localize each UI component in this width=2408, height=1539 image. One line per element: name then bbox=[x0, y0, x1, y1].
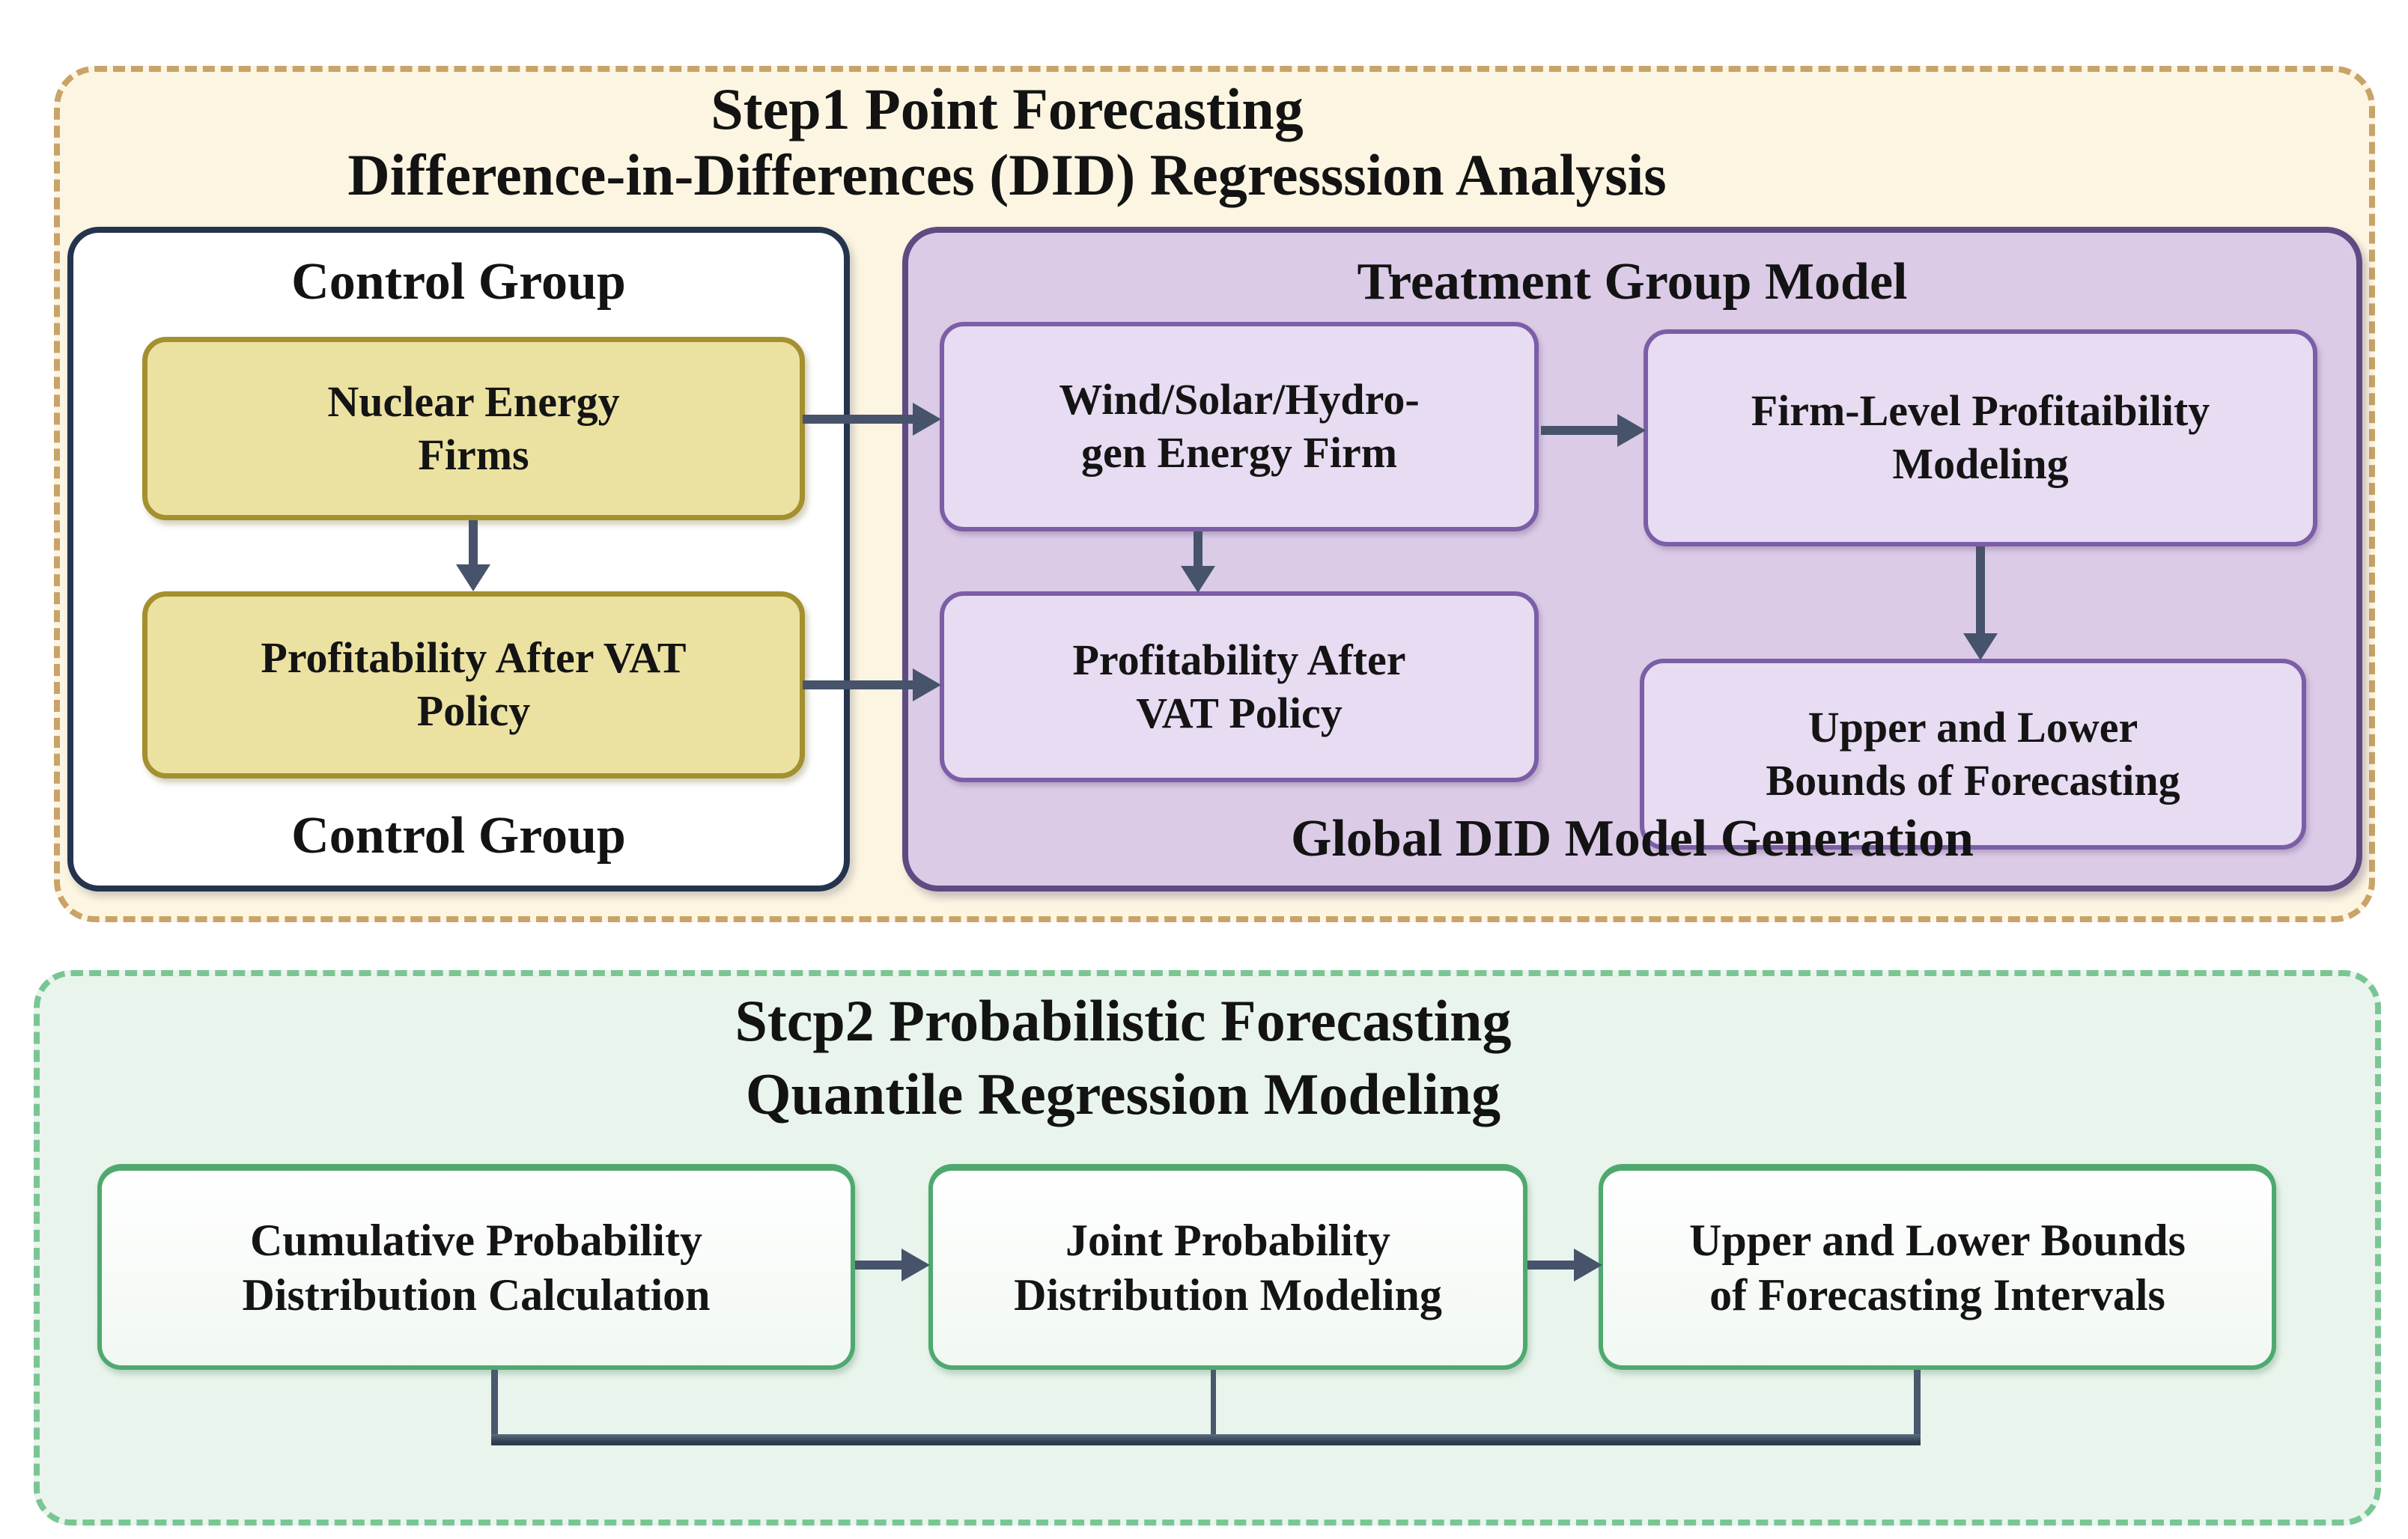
node-label-line1: Wind/Solar/Hydro- bbox=[1059, 375, 1420, 424]
node-label-line1: Profitability After VAT bbox=[261, 633, 687, 683]
treatment-group-heading: Treatment Group Model bbox=[1357, 253, 1908, 311]
node-label-line2: Modeling bbox=[1892, 439, 2069, 488]
node-label-line2: Firms bbox=[418, 430, 529, 479]
node-label-line1: Upper and Lower bbox=[1807, 702, 2138, 752]
wind-solar-hydrogen-node: Wind/Solar/Hydro- gen Energy Firm bbox=[940, 322, 1539, 531]
arrow-shaft bbox=[1527, 1261, 1577, 1270]
arrow-shaft bbox=[1194, 531, 1203, 569]
arrow-joint-to-intervals bbox=[1527, 1249, 1602, 1282]
arrow-profitability-to-profitability bbox=[803, 668, 941, 701]
nuclear-energy-firms-node: Nuclear Energy Firms bbox=[142, 337, 805, 520]
node-label-line2: gen Energy Firm bbox=[1080, 428, 1398, 477]
arrow-head bbox=[1181, 566, 1215, 593]
node-label-line1: Nuclear Energy bbox=[327, 377, 620, 426]
arrow-head bbox=[1617, 414, 1646, 447]
connector-right-vertical bbox=[1914, 1370, 1921, 1445]
arrow-shaft bbox=[469, 520, 478, 567]
node-label-line1: Upper and Lower Bounds bbox=[1689, 1215, 2186, 1265]
arrow-wind-to-firmlevel bbox=[1541, 414, 1646, 447]
node-label-line2: VAT Policy bbox=[1136, 688, 1343, 737]
firm-level-profitability-node: Firm-Level Profitaibility Modeling bbox=[1644, 329, 2317, 546]
connector-horizontal bbox=[491, 1434, 1921, 1445]
arrow-head bbox=[913, 668, 941, 701]
arrow-cumulative-to-joint bbox=[855, 1249, 930, 1282]
node-label-line2: Policy bbox=[416, 686, 531, 735]
arrow-head bbox=[456, 564, 490, 591]
step2-title-line1: Stcp2 Probabilistic Forecasting bbox=[735, 988, 1512, 1053]
arrow-shaft bbox=[1541, 426, 1620, 435]
control-group-heading: Control Group bbox=[291, 253, 626, 311]
cumulative-probability-node: Cumulative Probability Distribution Calc… bbox=[97, 1164, 855, 1370]
arrow-nuclear-to-wind bbox=[803, 403, 941, 436]
upper-lower-bounds-node: Upper and Lower Bounds of Forecasting bbox=[1640, 659, 2306, 850]
step1-title-line2: Difference-in-Differences (DID) Regresss… bbox=[347, 142, 1667, 207]
connector-middle-vertical bbox=[1211, 1370, 1216, 1445]
joint-probability-node: Joint Probability Distribution Modeling bbox=[928, 1164, 1527, 1370]
arrow-nuclear-down bbox=[456, 520, 490, 591]
arrow-head bbox=[913, 403, 941, 436]
arrow-head bbox=[1963, 633, 1998, 660]
arrow-head bbox=[902, 1249, 930, 1282]
node-label-line2: of Forecasting Intervals bbox=[1709, 1270, 2165, 1320]
arrow-head bbox=[1574, 1249, 1602, 1282]
arrow-firmlevel-down bbox=[1963, 546, 1998, 660]
arrow-wind-down bbox=[1181, 531, 1215, 593]
global-did-footer: Global DID Model Generation bbox=[1291, 810, 1974, 868]
node-label-line2: Distribution Calculation bbox=[242, 1270, 711, 1320]
node-label-line2: Bounds of Forecasting bbox=[1766, 755, 2180, 805]
arrow-shaft bbox=[803, 680, 915, 689]
profitability-vat-control-node: Profitability After VAT Policy bbox=[142, 591, 805, 778]
step1-title-line1: Step1 Point Forecasting bbox=[711, 76, 1304, 141]
arrow-shaft bbox=[803, 415, 915, 424]
connector-left-vertical bbox=[491, 1370, 498, 1445]
arrow-shaft bbox=[1976, 546, 1985, 636]
forecast-intervals-node: Upper and Lower Bounds of Forecasting In… bbox=[1599, 1164, 2276, 1370]
node-label-line1: Profitability After bbox=[1072, 635, 1406, 684]
node-label-line1: Cumulative Probability bbox=[250, 1215, 702, 1265]
control-group-footer: Control Group bbox=[291, 807, 626, 865]
arrow-shaft bbox=[855, 1261, 904, 1270]
profitability-vat-treatment-node: Profitability After VAT Policy bbox=[940, 591, 1539, 782]
step2-title-line2: Quantile Regression Modeling bbox=[745, 1061, 1501, 1127]
node-label-line1: Firm-Level Profitaibility bbox=[1751, 386, 2210, 436]
node-label-line1: Joint Probability bbox=[1065, 1215, 1390, 1265]
node-label-line2: Distribution Modeling bbox=[1014, 1270, 1442, 1320]
